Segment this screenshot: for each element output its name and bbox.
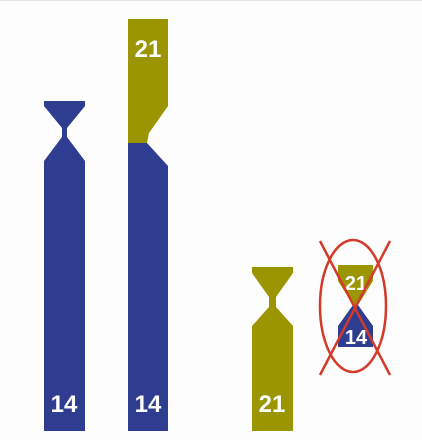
strike-ellipse xyxy=(318,238,388,374)
chromosome-14-label: 14 xyxy=(51,391,78,418)
chromosome-14: 14 xyxy=(44,101,85,431)
translocation-chromosome: 21 14 xyxy=(128,19,168,431)
strike-line-2 xyxy=(318,240,392,376)
small-chromosome-bottom-label: 14 xyxy=(345,327,368,349)
chromosome-21-label: 21 xyxy=(259,391,286,418)
translocation-bottom-label: 14 xyxy=(135,391,162,418)
chromosome-21: 21 xyxy=(252,267,293,431)
small-chromosome-21-part xyxy=(338,265,373,305)
translocation-chromosome-14-arm xyxy=(128,143,168,431)
chromosome-21-body xyxy=(252,267,293,431)
translocation-chromosome-21-arm xyxy=(128,19,168,143)
small-chromosome-top-label: 21 xyxy=(345,273,367,295)
translocation-top-label: 21 xyxy=(135,36,162,63)
small-chromosome-14-part xyxy=(338,305,373,347)
lost-small-chromosome: 21 14 xyxy=(318,238,392,376)
chromosome-14-body xyxy=(44,101,85,431)
